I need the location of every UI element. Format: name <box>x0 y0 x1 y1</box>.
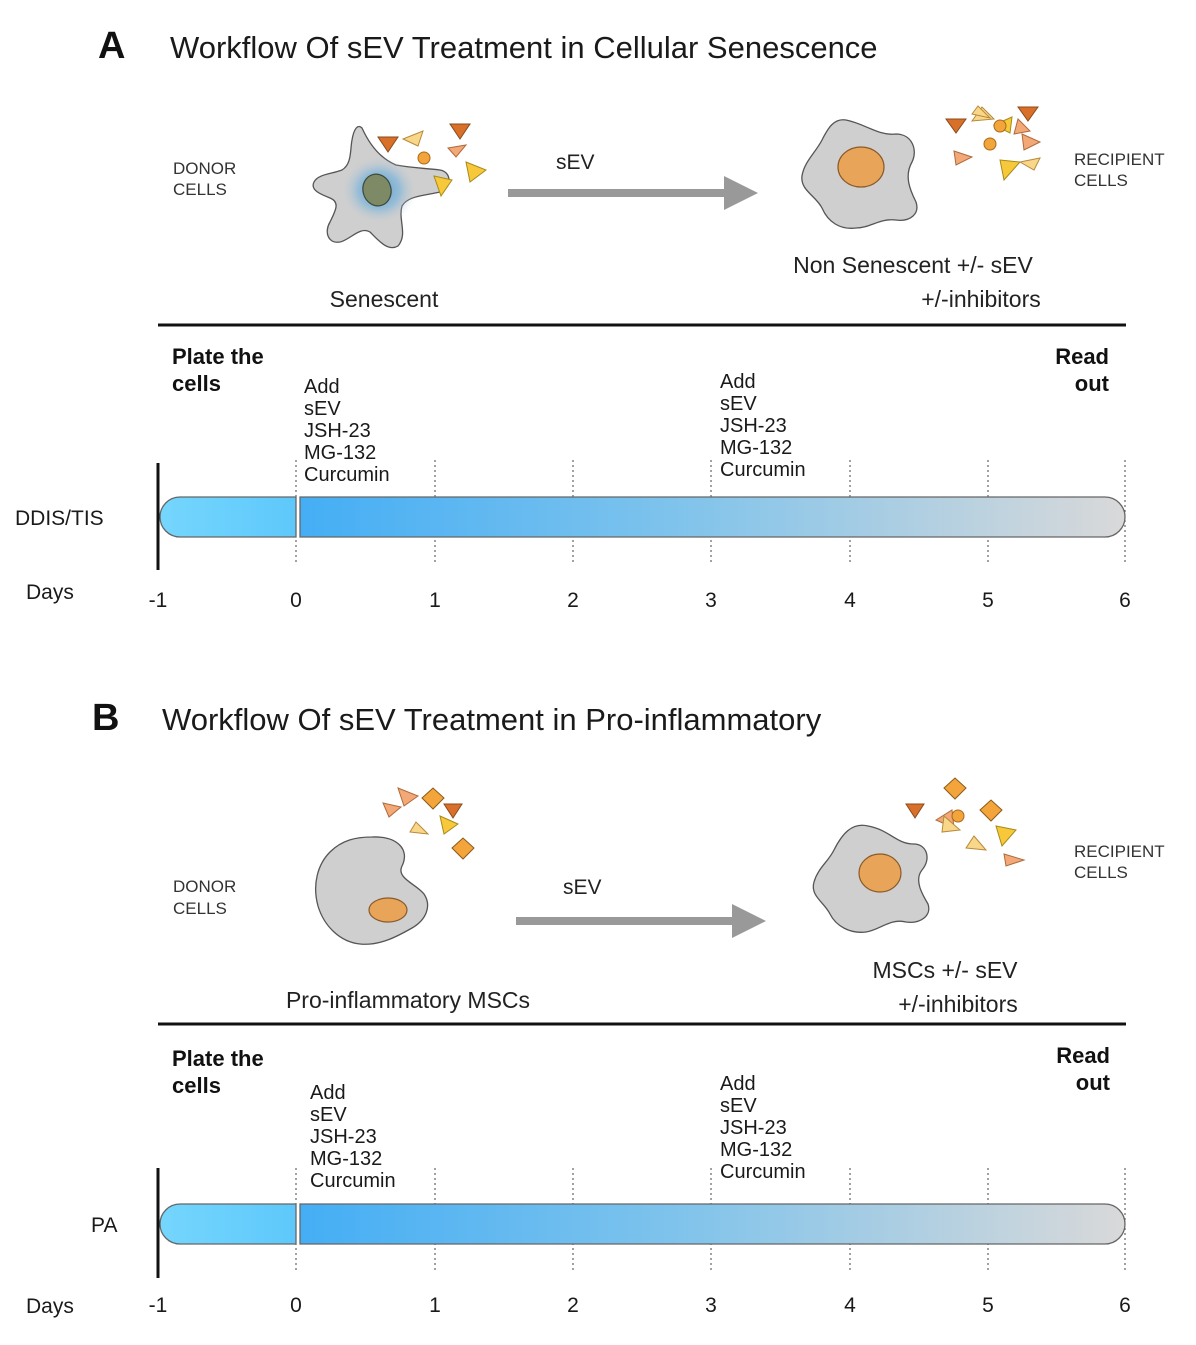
panel-a-recipient-caption-line1: Non Senescent +/- sEV <box>793 252 1033 278</box>
day-tick-label: -1 <box>149 589 168 612</box>
panel-a-readout-label-line2: out <box>1075 371 1110 396</box>
day-tick-label: 4 <box>844 589 856 612</box>
panel-b-day0-step-5: Curcumin <box>310 1170 396 1192</box>
panel-a-recipient-cell-icon <box>801 119 918 229</box>
panel-a-day3-step-4: MG-132 <box>720 437 792 459</box>
panel-b-arrow-label: sEV <box>563 876 602 899</box>
panel-a-treatment-day0: Add sEV JSH-23 MG-132 Curcumin <box>304 376 390 486</box>
day-tick-label: 1 <box>429 589 441 612</box>
panel-a-day3-step-5: Curcumin <box>720 459 806 481</box>
senescent-donor-cell-icon <box>312 125 450 249</box>
panel-b-recipient-vesicles-icon <box>905 777 1026 867</box>
day-tick-label: 0 <box>290 1294 302 1317</box>
panel-b-letter: B <box>92 697 119 739</box>
panel-a: A Workflow Of sEV Treatment in Cellular … <box>15 25 1165 612</box>
panel-b-donor-vesicles-icon <box>382 787 475 860</box>
panel-b-day3-step-2: sEV <box>720 1095 757 1117</box>
panel-b-plate-label-line1: Plate the <box>172 1046 264 1071</box>
panel-b-days-label: Days <box>26 1295 74 1318</box>
panel-b-readout-label-line2: out <box>1076 1070 1111 1095</box>
panel-a-transfer-arrow-icon <box>508 176 758 210</box>
panel-b-treatment-day0: Add sEV JSH-23 MG-132 Curcumin <box>310 1082 396 1192</box>
day-tick-label: 3 <box>705 589 717 612</box>
panel-b-timeline: -1 0 1 2 3 4 5 6 <box>149 1168 1131 1317</box>
panel-b-day3-step-5: Curcumin <box>720 1161 806 1183</box>
panel-b: B Workflow Of sEV Treatment in Pro-infla… <box>26 697 1165 1318</box>
panel-b-recipient-cell-icon <box>812 824 930 933</box>
timeline-bar-treatment-segment <box>299 496 1126 538</box>
panel-a-days-label: Days <box>26 581 74 604</box>
day-tick-label: 5 <box>982 1294 994 1317</box>
panel-a-day3-step-1: Add <box>720 371 756 393</box>
panel-b-day0-step-1: Add <box>310 1082 346 1104</box>
panel-a-day0-step-5: Curcumin <box>304 464 390 486</box>
panel-b-donor-label-line2: CELLS <box>173 899 227 918</box>
day-tick-label: 6 <box>1119 589 1131 612</box>
panel-b-recipient-caption-line1: MSCs +/- sEV <box>872 957 1018 983</box>
panel-b-day0-step-2: sEV <box>310 1104 347 1126</box>
panel-b-donor-label-line1: DONOR <box>173 877 236 896</box>
panel-a-plate-label-line2: cells <box>172 371 221 396</box>
panel-a-donor-caption: Senescent <box>330 286 439 312</box>
day-tick-label: -1 <box>149 1294 168 1317</box>
timeline-bar-preplating-segment <box>159 1203 297 1245</box>
day-tick-label: 2 <box>567 1294 579 1317</box>
pro-inflammatory-donor-cell-icon <box>315 836 429 945</box>
day-tick-label: 5 <box>982 589 994 612</box>
panel-a-day0-step-2: sEV <box>304 398 341 420</box>
panel-b-day3-step-4: MG-132 <box>720 1139 792 1161</box>
panel-a-recipient-label-line1: RECIPIENT <box>1074 150 1165 169</box>
panel-b-donor-caption: Pro-inflammatory MSCs <box>286 987 530 1013</box>
panel-b-day3-step-1: Add <box>720 1073 756 1095</box>
panel-b-transfer-arrow-icon <box>516 904 766 938</box>
panel-a-letter: A <box>98 25 125 67</box>
day-tick-label: 1 <box>429 1294 441 1317</box>
timeline-bar-treatment-segment <box>299 1203 1126 1245</box>
panel-a-recipient-caption-line2: +/-inhibitors <box>921 286 1041 312</box>
panel-a-donor-vesicles-icon <box>377 123 488 198</box>
panel-b-day3-step-3: JSH-23 <box>720 1117 787 1139</box>
panel-a-title: Workflow Of sEV Treatment in Cellular Se… <box>170 30 878 65</box>
panel-a-recipient-label-line2: CELLS <box>1074 171 1128 190</box>
panel-b-title: Workflow Of sEV Treatment in Pro-inflamm… <box>162 702 822 737</box>
panel-a-timeline-row-label: DDIS/TIS <box>15 507 104 530</box>
panel-b-treatment-day3: Add sEV JSH-23 MG-132 Curcumin <box>720 1073 806 1183</box>
panel-b-plate-label-line2: cells <box>172 1073 221 1098</box>
day-tick-label: 4 <box>844 1294 856 1317</box>
panel-a-plate-label-line1: Plate the <box>172 344 264 369</box>
panel-a-recipient-vesicles-icon <box>945 105 1042 182</box>
day-tick-label: 2 <box>567 589 579 612</box>
panel-a-donor-label-line1: DONOR <box>173 159 236 178</box>
day-tick-label: 6 <box>1119 1294 1131 1317</box>
day-tick-label: 3 <box>705 1294 717 1317</box>
day-tick-label: 0 <box>290 589 302 612</box>
panel-b-recipient-caption-line2: +/-inhibitors <box>898 991 1018 1017</box>
panel-b-readout-label-line1: Read <box>1056 1043 1110 1068</box>
panel-a-day3-step-3: JSH-23 <box>720 415 787 437</box>
panel-a-day0-step-3: JSH-23 <box>304 420 371 442</box>
timeline-bar-preplating-segment <box>159 496 297 538</box>
panel-a-readout-label-line1: Read <box>1055 344 1109 369</box>
panel-a-arrow-label: sEV <box>556 151 595 174</box>
panel-a-treatment-day3: Add sEV JSH-23 MG-132 Curcumin <box>720 371 806 481</box>
panel-b-day0-step-3: JSH-23 <box>310 1126 377 1148</box>
panel-a-donor-label-line2: CELLS <box>173 180 227 199</box>
panel-a-day0-step-4: MG-132 <box>304 442 376 464</box>
panel-a-timeline: -1 0 1 2 3 4 5 6 <box>149 460 1131 612</box>
panel-a-day3-step-2: sEV <box>720 393 757 415</box>
panel-b-timeline-row-label: PA <box>91 1214 117 1237</box>
panel-a-day0-step-1: Add <box>304 376 340 398</box>
panel-b-day0-step-4: MG-132 <box>310 1148 382 1170</box>
panel-b-recipient-label-line2: CELLS <box>1074 863 1128 882</box>
panel-b-recipient-label-line1: RECIPIENT <box>1074 842 1165 861</box>
